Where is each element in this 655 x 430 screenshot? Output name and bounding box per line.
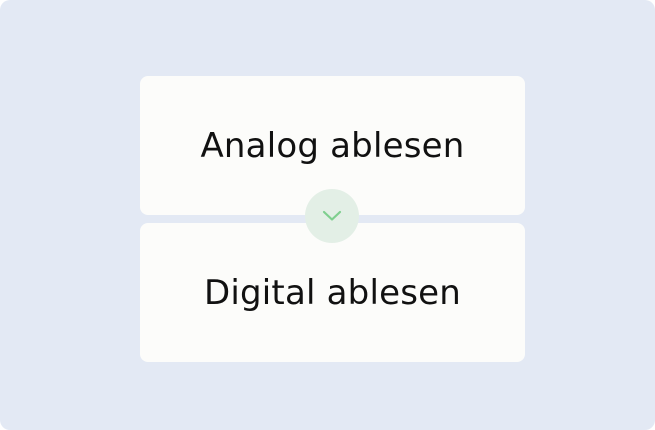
chevron-down-icon — [322, 210, 342, 222]
option-card-label: Digital ablesen — [203, 272, 462, 313]
connector-circle — [305, 189, 359, 243]
option-card-digital[interactable]: Digital ablesen — [140, 223, 525, 362]
option-card-label: Analog ablesen — [200, 125, 465, 166]
